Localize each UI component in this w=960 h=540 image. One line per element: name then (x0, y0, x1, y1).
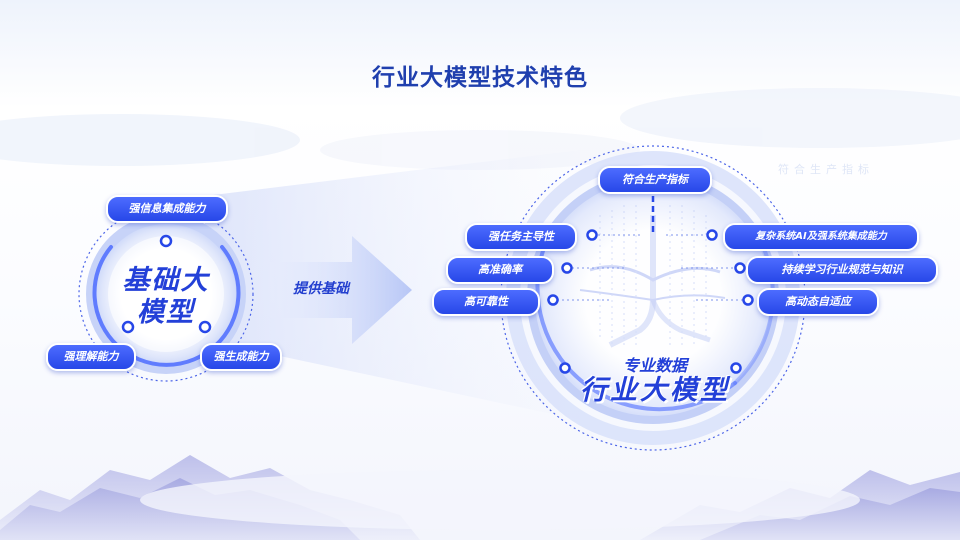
node-dot (198, 320, 212, 334)
arrow-label: 提供基础 (293, 281, 349, 297)
capability-pill: 强生成能力 (200, 343, 282, 371)
feature-pill-left: 强任务主导性 (465, 223, 577, 251)
capability-pill: 强理解能力 (46, 343, 136, 371)
arrow-icon (270, 236, 412, 344)
page-title: 行业大模型技术特色 (372, 65, 588, 91)
feature-pill-right: 复杂系统AI及强系统集成能力 (723, 223, 919, 251)
watermark-text: 符合生产指标 (778, 163, 874, 176)
data-tree-graphic (579, 205, 726, 348)
feature-pill-left: 高准确率 (446, 256, 554, 284)
node-dot (121, 320, 135, 334)
feature-pill-right: 高动态自适应 (757, 288, 879, 316)
base-model-core: 基础大 模型 (86, 222, 246, 372)
base-model-ring (78, 206, 254, 382)
feature-pill-right: 持续学习行业规范与知识 (746, 256, 938, 284)
mountain-decoration (0, 455, 960, 540)
industry-model-subtitle: 专业数据 (622, 356, 687, 375)
base-model-title-line2: 模型 (137, 297, 195, 328)
cloud-decoration (0, 88, 960, 170)
top-badge: 符合生产指标 (598, 166, 712, 194)
feature-dots (547, 229, 754, 374)
feature-pill-left: 高可靠性 (432, 288, 540, 316)
node-dot (159, 234, 173, 248)
industry-model-title: 行业大模型 (580, 375, 730, 406)
base-model-title-line1: 基础大 (122, 265, 210, 296)
capability-pill: 强信息集成能力 (106, 195, 228, 223)
